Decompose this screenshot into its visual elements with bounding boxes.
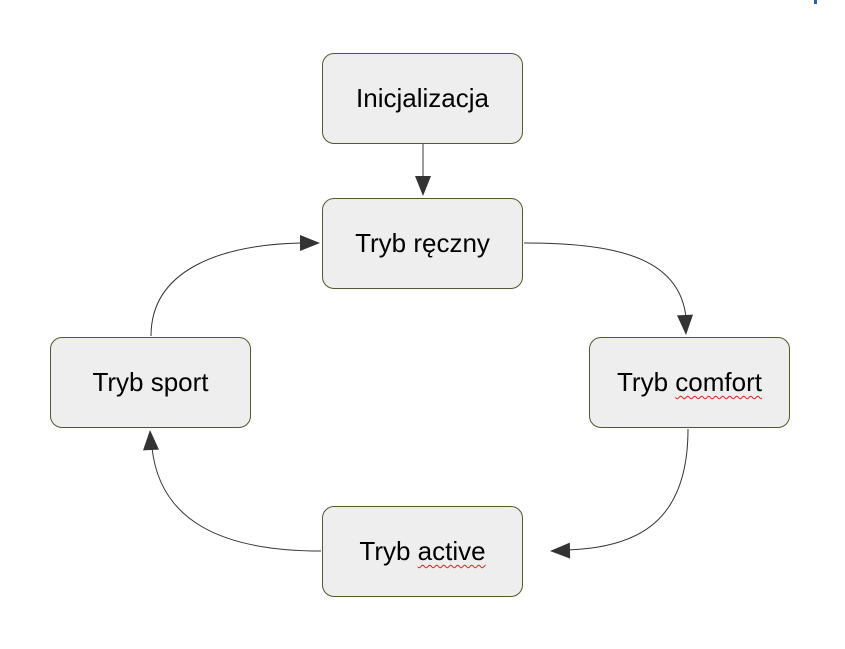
edge-comfort-active	[550, 428, 689, 559]
edge-line	[151, 447, 322, 552]
node-manual-label: ręczny	[413, 228, 490, 258]
node-comfort-label: comfort	[675, 367, 762, 397]
node-manual-prefix: Tryb	[355, 228, 414, 258]
arrowhead-icon	[300, 235, 320, 251]
node-active-prefix: Tryb	[359, 536, 418, 566]
edge-line	[565, 428, 689, 551]
node-sport-mode[interactable]: Tryb sport	[50, 337, 251, 428]
edge-init-manual	[415, 144, 431, 196]
edge-sport-manual	[150, 235, 320, 337]
edges-layer	[143, 144, 693, 559]
node-comfort-mode[interactable]: Tryb comfort	[589, 337, 790, 428]
arrowhead-icon	[677, 314, 693, 335]
edge-line	[150, 242, 301, 337]
edge-manual-comfort	[523, 242, 693, 335]
node-init[interactable]: Inicjalizacja	[322, 53, 523, 144]
node-manual-mode[interactable]: Tryb ręczny	[322, 198, 523, 289]
node-sport-prefix: Tryb	[92, 367, 151, 397]
node-active-mode[interactable]: Tryb active	[322, 506, 523, 597]
node-init-label: Inicjalizacja	[356, 83, 489, 113]
arrowhead-icon	[143, 430, 159, 451]
arrowhead-icon	[550, 542, 571, 559]
node-sport-label: sport	[150, 367, 209, 397]
edge-active-sport	[143, 430, 322, 552]
node-comfort-prefix: Tryb	[617, 367, 676, 397]
corner-artifact	[814, 0, 817, 4]
arrowhead-icon	[415, 176, 431, 196]
edge-line	[523, 242, 687, 319]
node-active-label: active	[417, 536, 486, 566]
